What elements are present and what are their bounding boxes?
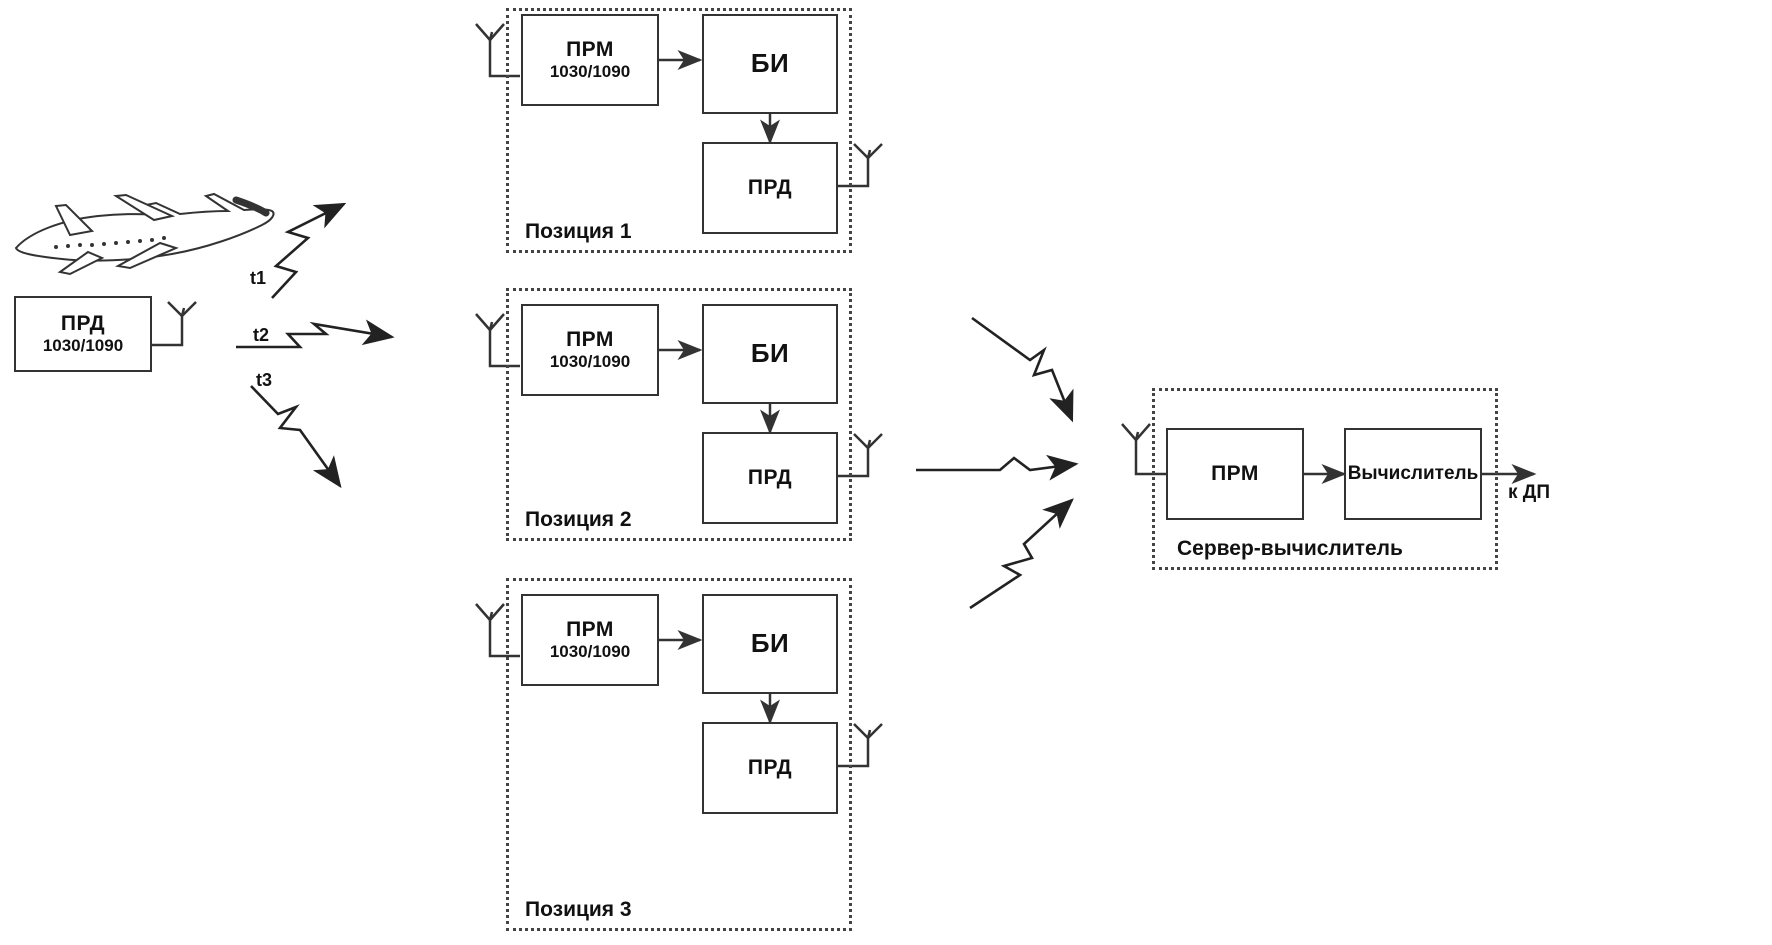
antenna-icon-transmitter	[152, 301, 197, 347]
position-3-receiver-line2: 1030/1090	[549, 641, 631, 661]
server-computer-box[interactable]: Вычислитель	[1344, 428, 1482, 520]
position-2-receiver-line2: 1030/1090	[549, 351, 631, 371]
position-2-group[interactable]: Позиция 2	[506, 288, 852, 541]
position-1-receiver-box[interactable]: ПРМ 1030/1090	[521, 14, 659, 106]
position-3-receiver-box[interactable]: ПРМ 1030/1090	[521, 594, 659, 686]
position-2-processor-box[interactable]: БИ	[702, 304, 838, 404]
ground-transmitter-line1: ПРД	[60, 311, 106, 335]
position-3-group[interactable]: Позиция 3	[506, 578, 852, 931]
position-3-transmitter-box[interactable]: ПРД	[702, 722, 838, 814]
position-3-processor-box[interactable]: БИ	[702, 594, 838, 694]
server-computer-line1: Вычислитель	[1347, 463, 1479, 484]
position-1-receiver-line2: 1030/1090	[549, 61, 631, 81]
position-2-label: Позиция 2	[525, 508, 632, 531]
server-output-label: к ДП	[1508, 482, 1550, 503]
position-2-transmitter-box[interactable]: ПРД	[702, 432, 838, 524]
airplane-icon	[14, 192, 275, 276]
position-2-receiver-line1: ПРМ	[566, 327, 614, 351]
signal-label-t3: t3	[256, 370, 273, 390]
uplink-from-position-2	[916, 454, 1079, 481]
position-1-group[interactable]: Позиция 1	[506, 8, 852, 253]
ground-transmitter-box[interactable]: ПРД 1030/1090	[14, 296, 152, 372]
position-2-transmitter-line1: ПРД	[747, 465, 793, 489]
position-1-processor-box[interactable]: БИ	[702, 14, 838, 114]
position-3-transmitter-line1: ПРД	[747, 755, 793, 779]
position-1-transmitter-line1: ПРД	[747, 175, 793, 199]
server-receiver-box[interactable]: ПРМ	[1166, 428, 1304, 520]
uplink-from-position-1	[971, 316, 1074, 423]
signal-path-t1	[271, 202, 347, 299]
position-3-processor-line1: БИ	[750, 628, 790, 659]
server-group[interactable]: Сервер-вычислитель	[1152, 388, 1498, 570]
position-1-processor-line1: БИ	[750, 48, 790, 79]
position-1-transmitter-box[interactable]: ПРД	[702, 142, 838, 234]
ground-transmitter-line2: 1030/1090	[42, 335, 124, 355]
uplink-from-position-3	[969, 498, 1074, 610]
position-3-receiver-line1: ПРМ	[566, 617, 614, 641]
position-2-receiver-box[interactable]: ПРМ 1030/1090	[521, 304, 659, 396]
signal-label-t1: t1	[250, 268, 267, 288]
signal-path-t3	[250, 385, 342, 489]
server-label: Сервер-вычислитель	[1177, 537, 1403, 560]
server-receiver-line1: ПРМ	[1211, 461, 1259, 485]
position-2-processor-line1: БИ	[750, 338, 790, 369]
position-3-label: Позиция 3	[525, 898, 632, 921]
signal-label-t2: t2	[253, 325, 270, 345]
position-1-receiver-line1: ПРМ	[566, 37, 614, 61]
position-1-label: Позиция 1	[525, 220, 632, 243]
